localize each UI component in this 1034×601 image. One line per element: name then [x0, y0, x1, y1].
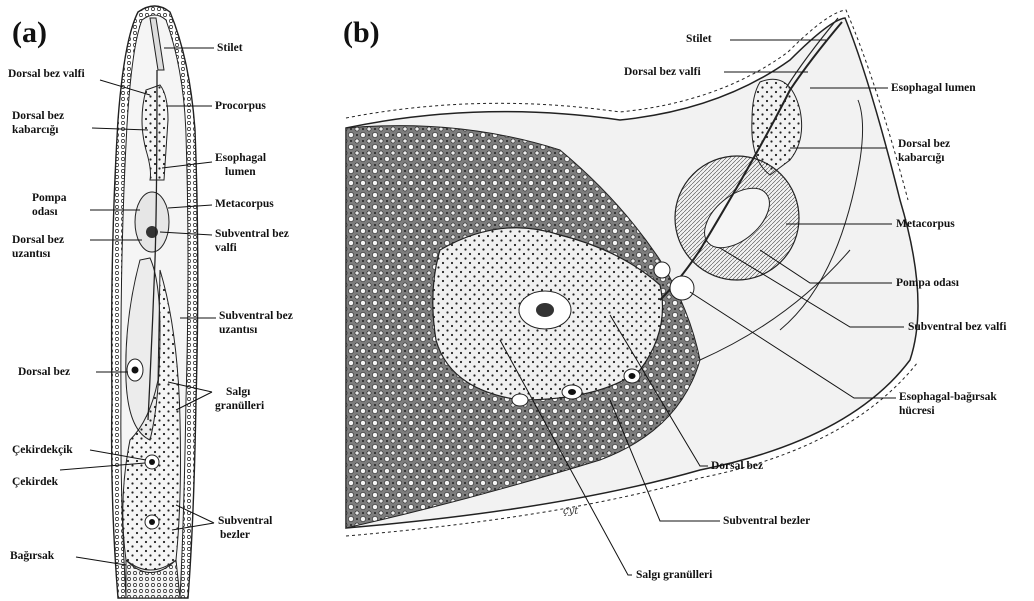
label-a-dorsal-bez: Dorsal bez	[18, 366, 70, 379]
label-b-dorsal-bez-kabarcigi-l2: kabarcığı	[898, 152, 944, 165]
label-a-pompa-odasi-l1: Pompa	[32, 192, 67, 205]
label-a-salgi-granulleri-l2: granülleri	[215, 400, 264, 413]
label-a-metacorpus: Metacorpus	[215, 198, 274, 211]
label-b-dorsal-bez: Dorsal bez	[711, 460, 763, 473]
label-a-salgi-granulleri-l1: Salgı	[226, 386, 250, 399]
label-b-esophagal-bagirsak-l1: Esophagal-bağırsak	[899, 391, 997, 404]
label-b-salgi-granulleri: Salgı granülleri	[636, 569, 712, 582]
label-a-dorsal-bez-uzantisi-l2: uzantısı	[12, 248, 50, 261]
panel-b-title: (b)	[343, 18, 380, 48]
label-b-esophagal-lumen: Esophagal lumen	[891, 82, 976, 95]
label-a-cekirdek: Çekirdek	[12, 476, 58, 489]
label-a-cekirdekcik: Çekirdekçik	[12, 444, 73, 457]
label-a-esophagal-lumen-l2: lumen	[225, 166, 256, 179]
label-b-stilet: Stilet	[686, 33, 712, 46]
label-a-subventral-bez-uzantisi-l1: Subventral bez	[219, 310, 293, 323]
artist-signature: çyt	[563, 506, 579, 517]
panel-a-title: (a)	[12, 18, 47, 48]
label-a-subventral-bezler-l1: Subventral	[218, 515, 272, 528]
panel-b-drawing	[346, 10, 918, 536]
label-a-dorsal-bez-kabarcigi-l1: Dorsal bez	[12, 110, 64, 123]
label-b-dorsal-bez-kabarcigi-l1: Dorsal bez	[898, 138, 950, 151]
label-a-subventral-bez-uzantisi-l2: uzantısı	[219, 324, 257, 337]
label-a-procorpus: Procorpus	[215, 100, 266, 113]
label-b-dorsal-bez-valfi: Dorsal bez valfi	[624, 66, 701, 79]
label-a-bagirsak: Bağırsak	[10, 550, 54, 563]
label-a-subventral-bezler-l2: bezler	[220, 529, 250, 542]
label-b-esophagal-bagirsak-l2: hücresi	[899, 405, 935, 418]
label-b-pompa-odasi: Pompa odası	[896, 277, 959, 290]
label-b-subventral-bezler: Subventral bezler	[723, 515, 810, 528]
label-a-subventral-bez-valfi-l2: valfi	[215, 242, 237, 255]
label-b-metacorpus: Metacorpus	[896, 218, 955, 231]
label-a-pompa-odasi-l2: odası	[32, 206, 58, 219]
label-a-dorsal-bez-uzantisi-l1: Dorsal bez	[12, 234, 64, 247]
label-a-subventral-bez-valfi-l1: Subventral bez	[215, 228, 289, 241]
label-a-stilet: Stilet	[217, 42, 243, 55]
label-a-dorsal-bez-kabarcigi-l2: kabarcığı	[12, 124, 58, 137]
label-a-dorsal-bez-valfi: Dorsal bez valfi	[8, 68, 85, 81]
label-b-subventral-bez-valfi: Subventral bez valfi	[908, 321, 1006, 334]
label-a-esophagal-lumen-l1: Esophagal	[215, 152, 266, 165]
